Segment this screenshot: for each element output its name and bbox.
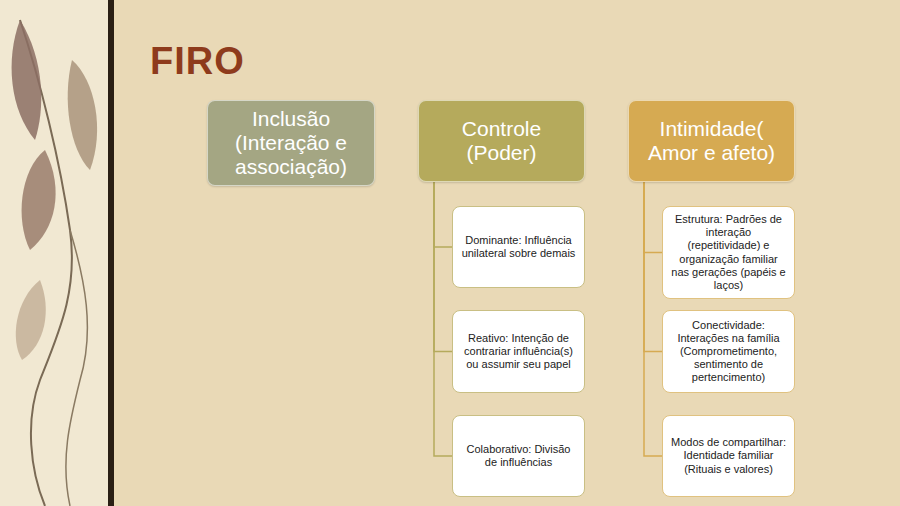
detail-box: Dominante: Influência unilateral sobre d… <box>452 206 585 288</box>
category-label: Intimidade( Amor e afeto) <box>637 117 786 165</box>
detail-text: Colaborativo: Divisão de influências <box>461 443 576 469</box>
tree-connector <box>644 182 662 253</box>
category-label: Inclusão (Interação e associação) <box>216 107 366 179</box>
detail-text: Modos de compartilhar: Identidade famili… <box>671 436 786 476</box>
tree-connector <box>434 182 452 456</box>
detail-box: Reativo: Intenção de contrariar influênc… <box>452 310 585 393</box>
detail-text: Dominante: Influência unilateral sobre d… <box>461 234 576 260</box>
detail-box: Estrutura: Padrões de interação (repetit… <box>662 206 795 299</box>
tree-connector <box>434 182 452 247</box>
leaf-illustration <box>0 0 108 506</box>
tree-connector <box>434 182 452 352</box>
detail-box: Modos de compartilhar: Identidade famili… <box>662 415 795 497</box>
detail-box: Colaborativo: Divisão de influências <box>452 415 585 497</box>
category-box: Intimidade( Amor e afeto) <box>628 100 795 182</box>
detail-text: Estrutura: Padrões de interação (repetit… <box>671 213 786 292</box>
tree-connector <box>644 182 662 352</box>
detail-text: Conectividade: Interações na família (Co… <box>671 319 786 385</box>
tree-connector <box>644 182 662 456</box>
divider-bar <box>108 0 114 506</box>
category-label: Controle (Poder) <box>427 117 576 165</box>
slide-title: FIRO <box>150 40 245 83</box>
detail-box: Conectividade: Interações na família (Co… <box>662 310 795 393</box>
category-box: Controle (Poder) <box>418 100 585 182</box>
detail-text: Reativo: Intenção de contrariar influênc… <box>461 332 576 372</box>
category-box: Inclusão (Interação e associação) <box>207 100 375 186</box>
